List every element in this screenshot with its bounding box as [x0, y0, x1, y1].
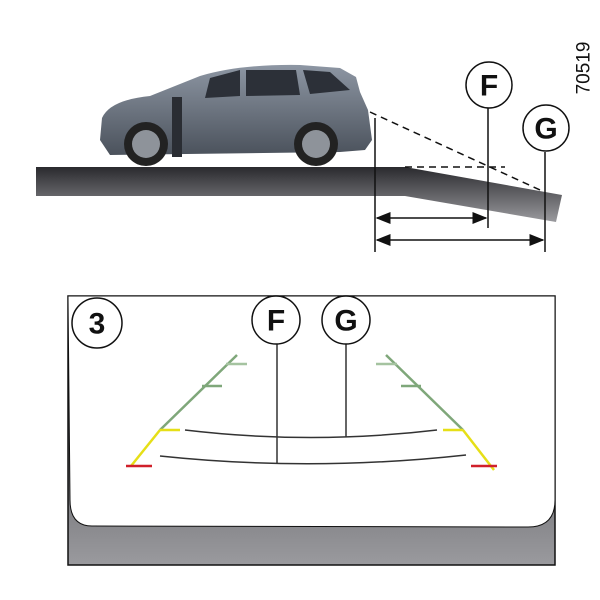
panel-number: 3: [89, 308, 106, 341]
guide-lines-right: [376, 354, 497, 471]
side-view: F G 70519: [36, 42, 595, 252]
guide-lines-left: [126, 354, 247, 468]
camera-view-panel: 3 F G: [67, 295, 556, 566]
callout-g: G: [522, 104, 570, 152]
callout-f-label: F: [480, 70, 498, 103]
figure-id: 70519: [574, 42, 595, 95]
callout-g-label: G: [534, 113, 557, 146]
callout-f: F: [465, 61, 513, 109]
car-illustration: [100, 64, 372, 166]
camera-callout-f: F: [251, 295, 301, 345]
camera-callout-f-label: F: [267, 305, 285, 338]
trajectory-line-near: [159, 454, 467, 465]
camera-callout-g-label: G: [334, 305, 357, 338]
panel-number-badge: 3: [71, 297, 123, 349]
camera-callout-g: G: [321, 295, 371, 345]
trajectory-line-far: [184, 429, 438, 439]
ground: [36, 167, 562, 222]
